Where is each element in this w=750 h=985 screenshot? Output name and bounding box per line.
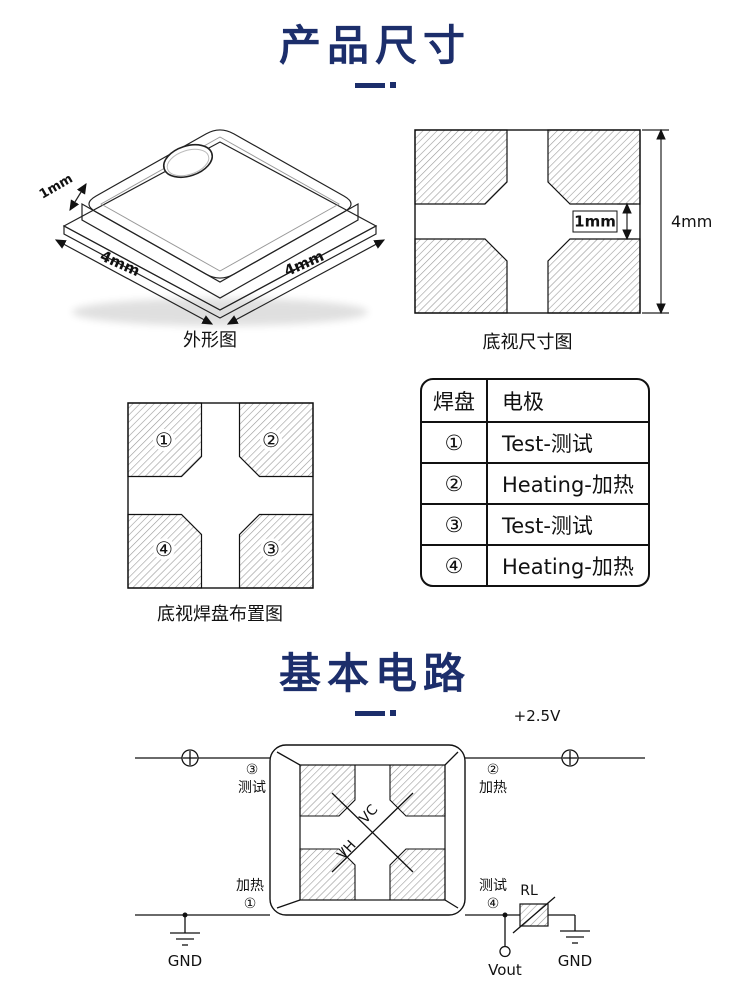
pin4-label: 测试 xyxy=(479,878,507,894)
acoustic-hole xyxy=(162,143,214,179)
table-cell-electrode: Test-测试 xyxy=(502,431,593,456)
dimension-side: 4mm xyxy=(642,128,712,315)
pad-top-left xyxy=(414,129,508,205)
outline-drawing: 1mm 4mm 4mm xyxy=(37,129,386,326)
dimension-pad-gap: 1mm xyxy=(572,202,637,241)
table-cell-pad: ① xyxy=(422,423,488,462)
pad-top-right xyxy=(547,129,641,205)
pin4-number: ④ xyxy=(487,896,500,912)
table-header-electrode: 电极 xyxy=(502,389,544,414)
bottom-view-caption: 底视尺寸图 xyxy=(482,332,573,353)
pin-bottom-left xyxy=(276,899,301,909)
pads xyxy=(414,129,641,314)
pin-bottom-right xyxy=(444,899,459,909)
package-outline xyxy=(127,402,314,589)
underline-bar xyxy=(354,711,385,716)
table-row: ③ Test-测试 xyxy=(422,503,648,544)
dimension-thickness: 1mm xyxy=(37,171,87,212)
load-resistor: RL xyxy=(512,883,556,934)
title-underline-ornament xyxy=(0,82,750,88)
pad-bottom-left xyxy=(414,238,508,314)
section-title-circuit: 基本电路 xyxy=(0,640,750,716)
pad-bottom-right xyxy=(547,238,641,314)
pad-layout-drawing: ① ② ④ ③ xyxy=(127,402,314,589)
pin3-number: ③ xyxy=(246,762,259,778)
ground-left: GND xyxy=(168,912,202,970)
page-title: 产品尺寸 xyxy=(278,21,471,70)
sensor-package: VC VH xyxy=(269,744,466,916)
circuit-title: 基本电路 xyxy=(278,649,471,698)
underline-bar xyxy=(354,83,385,88)
supply-voltage-label: +2.5V xyxy=(514,707,561,725)
pad-number-2: ② xyxy=(262,428,280,452)
pad-numbers: ① ② ④ ③ xyxy=(153,428,282,561)
vout-terminal: Vout xyxy=(488,912,522,979)
table-cell-pad: ③ xyxy=(422,505,488,544)
vc-label: VC xyxy=(357,802,382,827)
pin-top-right xyxy=(444,751,459,766)
dim-label-gap-1mm: 1mm xyxy=(574,213,616,231)
section-title-dimensions: 产品尺寸 xyxy=(0,12,750,88)
table-header-pad: 焊盘 xyxy=(422,380,488,421)
pin-top-left xyxy=(276,751,301,766)
pin2-number: ② xyxy=(487,762,500,778)
bottom-view-dimension-drawing: 1mm 4mm xyxy=(414,128,712,315)
circuit-diagram: +2.5V VC VH ③ 测试 ② 加热 加热 ① 测试 xyxy=(135,707,645,979)
pin2-label: 加热 xyxy=(479,780,507,796)
pin-labels: ③ 测试 ② 加热 加热 ① 测试 ④ xyxy=(236,762,507,912)
package-outline xyxy=(414,129,641,314)
pin1-label: 加热 xyxy=(236,878,264,894)
pad-electrode-table: 焊盘 电极 ① Test-测试 ② Heating-加热 ③ Test-测试 ④… xyxy=(420,378,650,587)
pad-layout-caption: 底视焊盘布置图 xyxy=(157,604,283,625)
outline-caption: 外形图 xyxy=(183,330,237,351)
table-row: ② Heating-加热 xyxy=(422,462,648,503)
dim-label-1mm: 1mm xyxy=(37,171,76,202)
gnd-left-label: GND xyxy=(168,952,202,970)
inner-die-outline xyxy=(299,764,446,901)
table-row: ④ Heating-加热 xyxy=(422,544,648,585)
underline-dot xyxy=(389,82,396,88)
pad-number-1: ① xyxy=(155,428,173,452)
underline-dot xyxy=(389,710,396,716)
gnd-right-label: GND xyxy=(558,952,592,970)
table-cell-electrode: Heating-加热 xyxy=(502,472,634,497)
pad-number-4: ④ xyxy=(155,537,173,561)
package-shadow xyxy=(72,298,368,326)
wires xyxy=(135,757,645,916)
vout-label: Vout xyxy=(488,961,522,979)
pad-number-3: ③ xyxy=(262,537,280,561)
package-base-plate xyxy=(62,141,378,319)
terminal-supply xyxy=(561,749,579,767)
table-cell-electrode: Heating-加热 xyxy=(502,554,634,579)
table-cell-pad: ④ xyxy=(422,546,488,585)
table-header-row: 焊盘 电极 xyxy=(422,380,648,421)
cross-wire-2 xyxy=(331,792,414,873)
dim-label-side-4mm: 4mm xyxy=(671,212,712,231)
title-underline-ornament xyxy=(0,710,750,716)
inner-pad-bottom-right xyxy=(389,848,446,901)
pin1-number: ① xyxy=(244,896,257,912)
table-cell-pad: ② xyxy=(422,464,488,503)
ground-right: GND xyxy=(558,915,592,970)
inner-pad-top-left xyxy=(299,764,356,817)
rl-label: RL xyxy=(520,883,538,899)
table-cell-electrode: Test-测试 xyxy=(502,513,593,538)
inner-pad-top-right xyxy=(389,764,446,817)
table-row: ① Test-测试 xyxy=(422,421,648,462)
terminal-left xyxy=(181,749,199,767)
pin3-label: 测试 xyxy=(238,780,266,796)
